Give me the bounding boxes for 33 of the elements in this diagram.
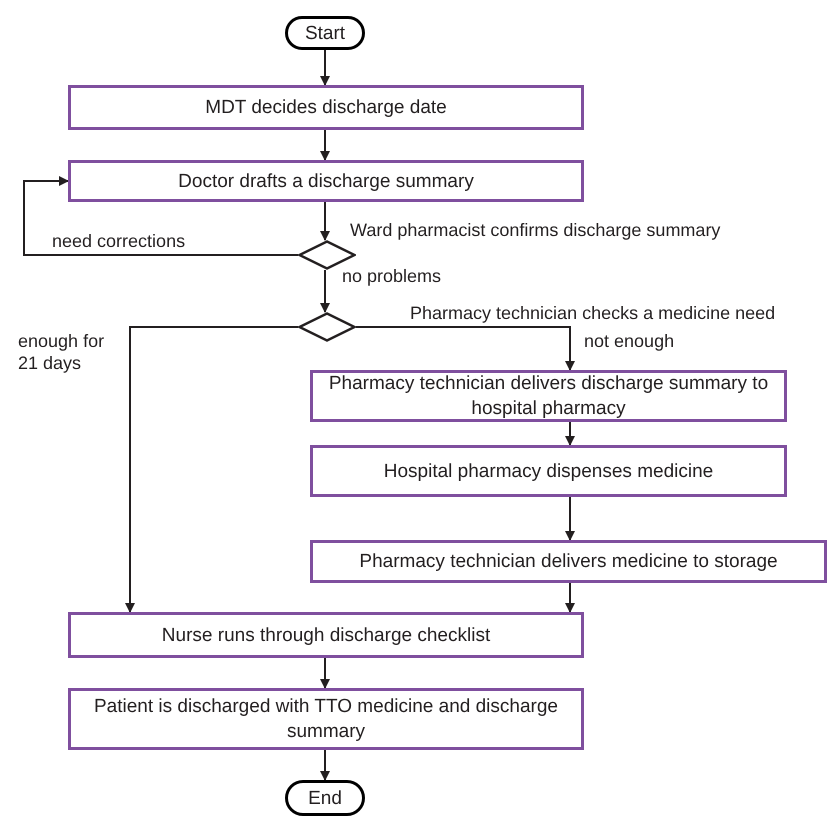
decision-diamond: [298, 240, 356, 270]
node-text: Hospital pharmacy dispenses medicine: [384, 460, 714, 484]
step-description: Ward pharmacist confirms discharge summary: [350, 219, 720, 242]
process-box: [68, 612, 584, 658]
arrow: [320, 750, 330, 781]
arrow: [320, 658, 330, 689]
step-description: Pharmacy technician checks a medicine need: [410, 302, 776, 325]
node-text: Nurse runs through discharge checklist: [162, 624, 490, 648]
arrow: [125, 326, 298, 613]
node-text: End: [308, 786, 342, 810]
arrow: [320, 130, 330, 161]
arrow: [23, 176, 298, 256]
node-text: Doctor drafts a discharge summary: [178, 170, 474, 194]
decision-diamond: [298, 312, 356, 342]
process-box: [68, 160, 584, 202]
arrow: [565, 422, 575, 446]
process-box: [310, 445, 787, 497]
process-box: [68, 688, 584, 750]
node-text: Pharmacy technician delivers discharge summary to hospital pharmacy: [328, 372, 770, 421]
arrow: [320, 202, 330, 241]
process-box: [68, 85, 584, 130]
arrow: [356, 326, 575, 371]
arrow: [565, 497, 575, 541]
node-text: Pharmacy technician delivers medicine to storage: [359, 550, 778, 574]
terminal-box: [285, 16, 365, 50]
process-box: [310, 540, 827, 583]
node-text: Patient is discharged with TTO medicine and discharge summary: [93, 695, 559, 744]
node-text: Start: [304, 22, 346, 46]
arrow: [320, 270, 330, 313]
node-text: MDT decides discharge date: [205, 96, 447, 120]
terminal-box: [285, 780, 365, 816]
arrow: [565, 583, 575, 613]
arrow: [320, 50, 330, 86]
